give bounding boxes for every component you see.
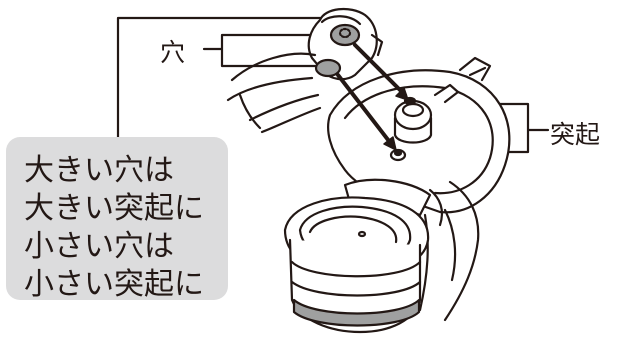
arrowhead-small bbox=[383, 136, 397, 151]
boss-label-bracket bbox=[403, 102, 550, 154]
left-hand bbox=[226, 52, 322, 134]
hole-label-bracket bbox=[202, 33, 332, 68]
note-line-2: 大きい突起に bbox=[24, 191, 204, 226]
spout-cup bbox=[283, 196, 430, 334]
gasket-ring bbox=[292, 298, 421, 327]
note-line-4: 小さい突起に bbox=[24, 267, 204, 302]
removed-part bbox=[307, 7, 384, 81]
boss-label: 突起 bbox=[550, 120, 601, 149]
small-boss bbox=[389, 148, 407, 162]
arrowhead-large bbox=[395, 87, 409, 101]
note-line-3: 小さい穴は bbox=[24, 229, 174, 264]
note-leader-line bbox=[116, 16, 322, 139]
align-arrows bbox=[336, 43, 407, 147]
note-line-1: 大きい穴は bbox=[24, 153, 174, 188]
hole-label: 穴 bbox=[160, 38, 186, 67]
instruction-note: 大きい穴は 大きい突起に 小さい穴は 小さい突起に bbox=[6, 137, 228, 302]
large-boss bbox=[393, 83, 460, 144]
